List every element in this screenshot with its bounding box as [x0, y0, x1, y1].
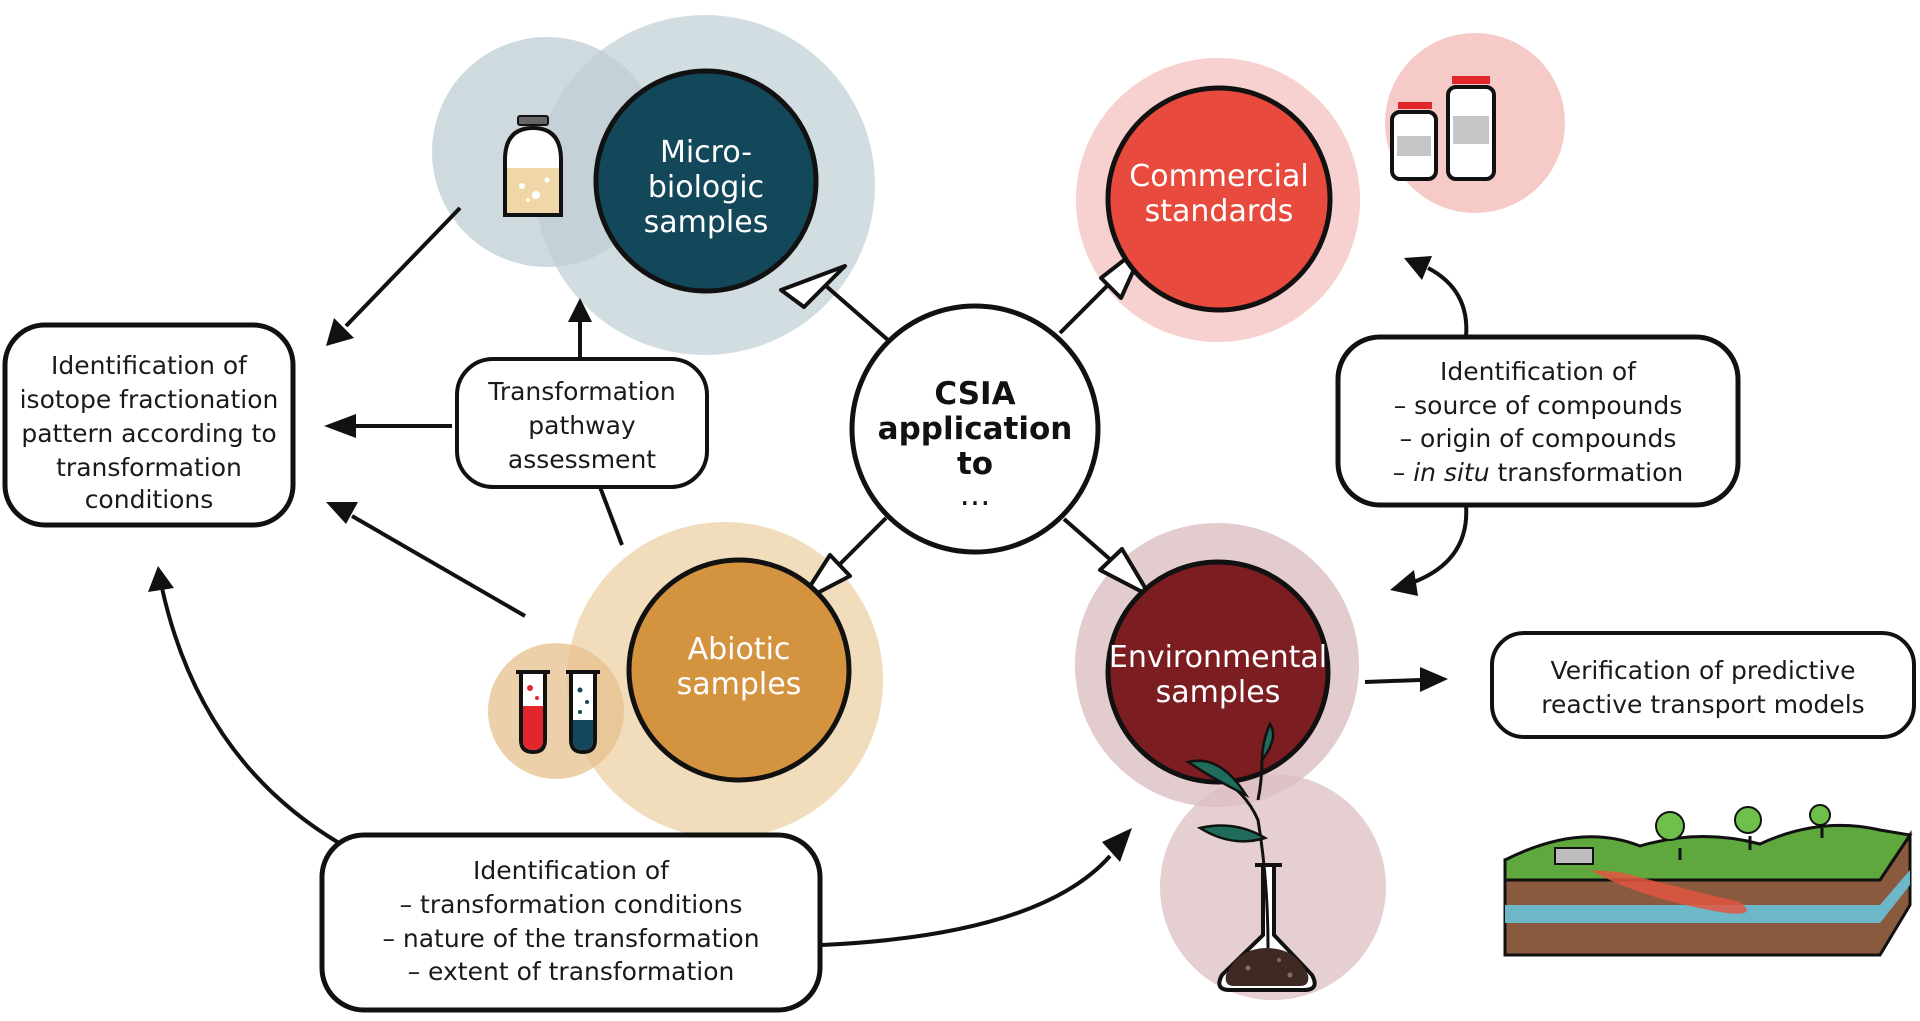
source-item-2: – origin of compounds — [1400, 424, 1677, 453]
test-tubes-icon — [516, 670, 600, 755]
abiotic-line-2: samples — [677, 667, 802, 702]
environmental-line-2: samples — [1156, 675, 1281, 710]
transformation-conditions-box: Identification of – transformation condi… — [319, 832, 823, 1013]
center-line-2: application — [878, 411, 1073, 447]
isotope-line-2: isotope fractionation — [20, 385, 279, 414]
environmental-line-1: Environmental — [1109, 640, 1327, 675]
commercial-line-1: Commercial — [1129, 159, 1308, 194]
arrow-pathway-to-isotope — [324, 414, 356, 438]
abiotic-node: Abiotic samples — [626, 557, 852, 783]
conditions-line-4: – extent of transformation — [408, 957, 735, 986]
pathway-line-3: assessment — [508, 445, 656, 474]
transformation-conditions-frame — [319, 832, 823, 1013]
conditions-line-1: Identification of — [473, 856, 670, 885]
conditions-line-2: – transformation conditions — [400, 890, 743, 919]
isotope-fractionation-frame — [2, 322, 296, 528]
abiotic-circle — [626, 557, 852, 783]
conditions-line-3: – nature of the transformation — [382, 924, 759, 953]
center-line-4: … — [960, 477, 991, 513]
pathway-line-2: pathway — [528, 411, 636, 440]
abiotic-line-1: Abiotic — [688, 632, 791, 667]
csia-center-circle — [849, 303, 1101, 555]
center-line-1: CSIA — [934, 376, 1015, 412]
isotope-fractionation-box: Identification of isotope fractionation … — [2, 322, 296, 528]
standard-vials-icon — [1390, 76, 1496, 181]
arrow-tubes-to-isotope — [326, 502, 358, 524]
arrow-pathway-to-microbiologic — [568, 298, 592, 322]
verification-box: Verification of predictive reactive tran… — [1490, 631, 1916, 739]
source-origin-box: Identification of – source of compounds … — [1335, 334, 1741, 508]
landscape-cross-section-icon — [1503, 804, 1913, 957]
source-item-3: – in situ transformation — [1393, 458, 1684, 487]
commercial-node: Commercial standards — [1105, 85, 1333, 313]
arc-to-commercial — [1427, 266, 1469, 338]
arc-to-environmental — [1413, 504, 1469, 584]
isotope-line-1: Identification of — [51, 351, 248, 380]
center-connectors — [779, 241, 1152, 604]
arrow-to-microbiologic — [779, 264, 847, 309]
environmental-circle — [1105, 559, 1331, 785]
commercial-circle — [1105, 85, 1333, 313]
pathway-line-1: Transformation — [487, 377, 676, 406]
verification-frame — [1490, 631, 1916, 739]
environmental-node: Environmental samples — [1105, 559, 1331, 785]
plant-flask-icon — [1184, 721, 1317, 992]
csia-center-node: CSIA application to … — [849, 303, 1101, 555]
source-origin-frame — [1335, 334, 1741, 508]
verification-line-1: Verification of predictive — [1551, 656, 1856, 685]
secondary-arrows — [148, 206, 1469, 947]
microbiologic-line-2: biologic — [648, 170, 764, 205]
source-item-1: – source of compounds — [1394, 391, 1683, 420]
arc-to-environmental-bottom — [821, 854, 1112, 947]
isotope-line-5: conditions — [85, 485, 214, 514]
commercial-line-2: standards — [1145, 194, 1294, 229]
microbiologic-line-3: samples — [644, 205, 769, 240]
transformation-pathway-box: Transformation pathway assessment — [455, 357, 709, 489]
microbiologic-node: Micro- biologic samples — [593, 68, 819, 294]
microbiologic-circle — [593, 68, 819, 294]
arrow-jar-to-isotope — [326, 318, 354, 346]
microbiologic-line-1: Micro- — [660, 135, 752, 170]
arc-to-isotope — [160, 587, 341, 845]
arrow-to-environmental — [1098, 547, 1152, 598]
isotope-line-4: transformation — [56, 453, 242, 482]
arrow-to-verification — [1420, 667, 1448, 692]
isotope-line-3: pattern according to — [21, 419, 276, 448]
verification-line-2: reactive transport models — [1541, 690, 1864, 719]
culture-jar-icon — [503, 115, 563, 217]
source-heading: Identification of — [1440, 357, 1637, 386]
center-line-3: to — [957, 446, 993, 482]
transformation-pathway-frame — [455, 357, 709, 489]
